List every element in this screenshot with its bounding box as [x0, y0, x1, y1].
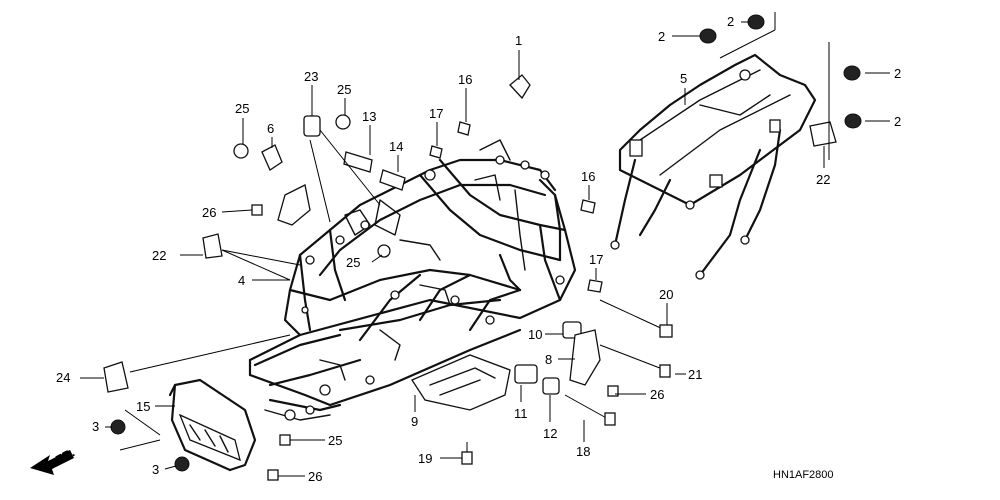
callout-24: 24: [56, 370, 70, 385]
callout-16: 16: [581, 169, 595, 184]
callout-3: 3: [92, 419, 99, 434]
callout-5: 5: [680, 71, 687, 86]
callout-15: 15: [136, 399, 150, 414]
callout-13: 13: [362, 109, 376, 124]
small-parts: [103, 74, 837, 481]
callout-10: 10: [528, 327, 542, 342]
front-direction-arrow: [30, 450, 74, 475]
callout-25: 25: [346, 255, 360, 270]
callout-19: 19: [418, 451, 432, 466]
callout-11: 11: [514, 406, 528, 421]
callout-26: 26: [308, 469, 322, 484]
callout-6: 6: [267, 121, 274, 136]
callout-25: 25: [337, 82, 351, 97]
callout-labels: 1 2 2 2 2 3 3 4 5 6 8 9 10 11 12 13 14 1…: [56, 14, 901, 484]
callout-16: 16: [458, 72, 472, 87]
callout-23: 23: [304, 69, 318, 84]
callout-12: 12: [543, 426, 557, 441]
callout-22: 22: [816, 172, 830, 187]
callout-14: 14: [389, 139, 403, 154]
callout-3: 3: [152, 462, 159, 477]
callout-4: 4: [238, 273, 245, 288]
callout-2: 2: [894, 66, 901, 81]
callout-17: 17: [429, 106, 443, 121]
grommet-parts: [699, 14, 862, 129]
main-frame: [248, 139, 577, 421]
callout-20: 20: [659, 287, 673, 302]
callout-17: 17: [589, 252, 603, 267]
front-guard: [168, 378, 257, 472]
callout-25: 25: [235, 101, 249, 116]
rear-subframe: [610, 53, 817, 280]
callout-1: 1: [515, 33, 522, 48]
callout-2: 2: [727, 14, 734, 29]
callout-8: 8: [545, 352, 552, 367]
leader-lines: [80, 12, 890, 477]
callout-9: 9: [411, 414, 418, 429]
callout-26: 26: [650, 387, 664, 402]
callout-2: 2: [894, 114, 901, 129]
callout-26: 26: [202, 205, 216, 220]
callout-25: 25: [328, 433, 342, 448]
diagram-code: HN1AF2800: [773, 469, 834, 481]
callout-2: 2: [658, 29, 665, 44]
callout-21: 21: [688, 367, 702, 382]
callout-22: 22: [152, 248, 166, 263]
callout-18: 18: [576, 444, 590, 459]
skid-plate: [411, 354, 511, 411]
